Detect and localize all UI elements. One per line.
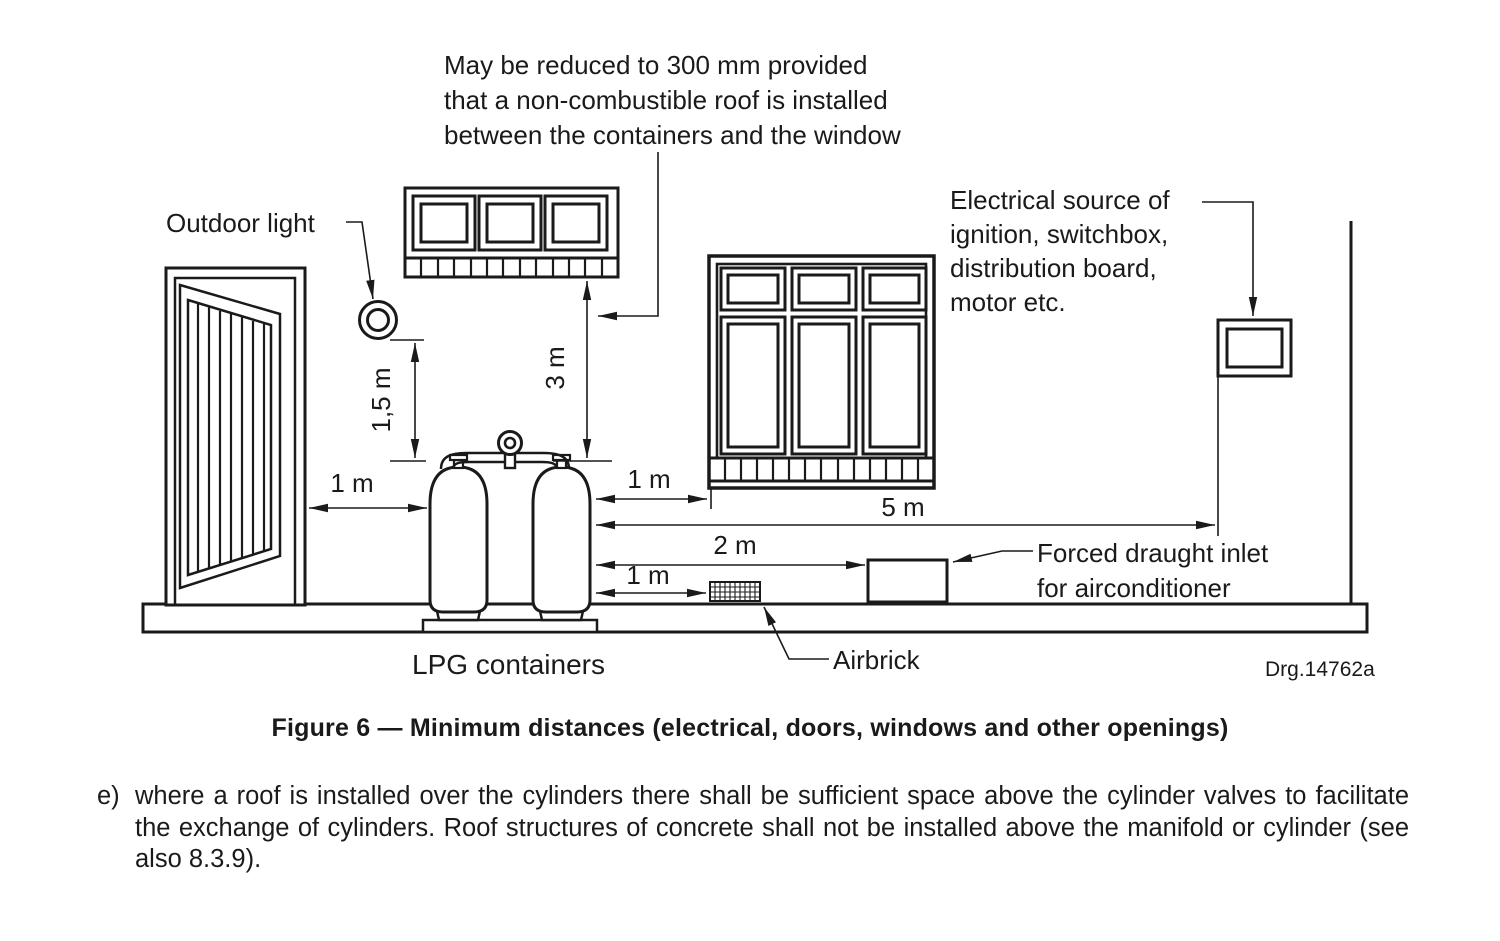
- dim-cylinder-to-airbrick: 1 m: [596, 560, 706, 598]
- electrical-label-line2: ignition, switchbox,: [950, 219, 1168, 249]
- airbrick-label-text: Airbrick: [833, 645, 921, 675]
- note-item-e: e) where a roof is installed over the cy…: [97, 781, 1409, 876]
- door: [164, 266, 307, 607]
- outdoor-light-leader-line: [346, 221, 375, 300]
- dim-cylinder-to-wall: 5 m: [596, 377, 1219, 536]
- electrical-label-line4: motor etc.: [950, 287, 1066, 317]
- dim-cylinder-to-airbrick-text: 1 m: [626, 560, 669, 590]
- roof-note-line1: May be reduced to 300 mm provided: [444, 50, 867, 80]
- manifold-pipe: [439, 430, 571, 470]
- airbrick-leader-line: [763, 606, 829, 660]
- roof-note-annotation: May be reduced to 300 mm provided that a…: [444, 50, 901, 321]
- lpg-cylinder-left: [428, 465, 489, 614]
- door-slats: [196, 304, 266, 571]
- lpg-containers-label: LPG containers: [412, 649, 605, 680]
- dim-light-to-valve: 1,5 m: [366, 339, 426, 462]
- dim-window-above-text: 3 m: [540, 346, 570, 389]
- dim-door-to-cylinder: 1 m: [309, 468, 427, 513]
- dim-light-to-valve-text: 1,5 m: [366, 367, 396, 432]
- window-sill-vents: [403, 256, 620, 279]
- window-above-containers: [403, 186, 620, 279]
- lpg-containers: [421, 430, 599, 634]
- figure-drawing: May be reduced to 300 mm provided that a…: [141, 50, 1375, 681]
- figure-caption: Figure 6 — Minimum distances (electrical…: [271, 714, 1229, 742]
- dim-door-to-cylinder-text: 1 m: [330, 468, 373, 498]
- pressure-gauge: [497, 430, 523, 456]
- switchbox: [1216, 318, 1293, 378]
- dim-cylinder-to-inlet: 2 m: [596, 530, 865, 570]
- forced-draught-line2: for airconditioner: [1037, 573, 1231, 603]
- dim-window-above: 3 m: [540, 281, 612, 462]
- electrical-label-line3: distribution board,: [950, 253, 1157, 283]
- dim-cylinder-to-wall-text: 5 m: [881, 492, 924, 522]
- container-base-plate: [421, 618, 599, 634]
- airbrick-label: Airbrick: [763, 606, 921, 675]
- drawing-number: Drg.14762a: [1265, 658, 1375, 681]
- forced-draught-label: Forced draught inlet for airconditioner: [952, 538, 1269, 603]
- dim-cylinder-to-window: 1 m: [596, 464, 712, 509]
- ground-line: [141, 602, 1369, 634]
- note-item-text: where a roof is installed over the cylin…: [135, 782, 1409, 873]
- outdoor-light-symbol: [358, 300, 398, 340]
- forced-draught-inlet: [866, 558, 949, 604]
- roof-note-line3: between the containers and the window: [444, 120, 901, 150]
- roof-note-leader-line: [598, 152, 659, 321]
- forced-draught-line1: Forced draught inlet: [1037, 538, 1269, 568]
- electrical-leader-line: [1202, 201, 1258, 316]
- window-large: [707, 254, 936, 490]
- note-item-prefix: e): [97, 782, 120, 810]
- forced-draught-leader-line: [952, 550, 1033, 563]
- lpg-cylinder-right: [531, 465, 592, 614]
- roof-note-line2: that a non-combustible roof is installed: [444, 85, 888, 115]
- electrical-source-label: Electrical source of ignition, switchbox…: [950, 185, 1258, 317]
- electrical-label-line1: Electrical source of: [950, 185, 1170, 215]
- dim-cylinder-to-window-text: 1 m: [627, 464, 670, 494]
- airbrick-grille: [709, 581, 761, 602]
- outdoor-light-label: Outdoor light: [166, 208, 316, 238]
- dim-cylinder-to-inlet-text: 2 m: [713, 530, 756, 560]
